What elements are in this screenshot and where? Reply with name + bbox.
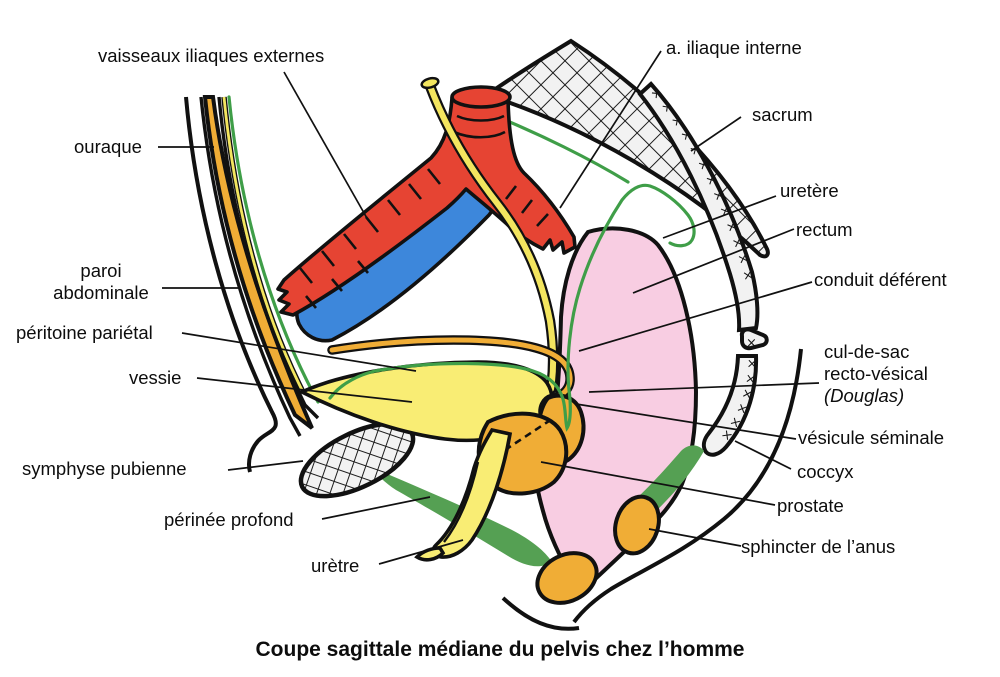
label-vessie: vessie — [129, 367, 182, 388]
iliac-arteries — [276, 96, 577, 317]
peritoneum-line-douglas — [328, 183, 696, 432]
peritoneum-line-wall — [227, 95, 320, 404]
leader-a-iliaque-interne — [559, 50, 662, 209]
label-coccyx: coccyx — [797, 461, 854, 482]
leader-uretre — [378, 539, 464, 565]
label-symphyse-pubienne: symphyse pubienne — [22, 458, 187, 479]
skin-line — [184, 96, 278, 473]
leader-perinee-profond — [321, 496, 431, 520]
leader-cul-de-sac — [588, 382, 820, 393]
abdominal-wall — [184, 95, 320, 473]
leader-uretere — [662, 195, 777, 239]
urethra-lumen-line — [443, 461, 480, 543]
perineal-outline-curve — [501, 596, 580, 631]
figure-title: Coupe sagittale médiane du pelvis chez l… — [255, 638, 745, 661]
label-perinee-profond: périnée profond — [164, 509, 294, 530]
anal-sphincter-lower — [535, 551, 599, 605]
anal-sphincter-upper — [613, 494, 661, 556]
label-conduit-deferent: conduit déférent — [814, 269, 947, 290]
ejaculatory-duct-dashed-line — [504, 419, 550, 452]
label-sacrum: sacrum — [752, 104, 813, 125]
label-peritoine-parietal: péritoine pariétal — [16, 322, 153, 343]
sacrococcygeal-joint-bone — [739, 327, 769, 351]
leader-sphincter-anus — [648, 528, 742, 547]
label-a-iliaque-interne: a. iliaque interne — [666, 37, 802, 58]
transversalis-line — [217, 96, 320, 420]
label-cul-de-sac-line2: recto-vésical — [824, 362, 928, 384]
artery-rib-marks — [298, 114, 549, 309]
iliac-bone — [482, 38, 770, 259]
leader-conduit-deferent — [578, 281, 813, 352]
joint-hatch-mark: × — [746, 336, 757, 351]
leader-sacrum — [690, 116, 742, 152]
label-ouraque: ouraque — [74, 136, 142, 157]
fascia-line — [199, 96, 302, 437]
label-sphincter-anus: sphincter de l’anus — [741, 536, 896, 557]
label-prostate: prostate — [777, 495, 844, 516]
leader-vessie — [196, 377, 413, 403]
sacrum-bone — [637, 81, 760, 333]
coccyx-bone — [701, 354, 759, 457]
label-uretre: urètre — [311, 555, 360, 576]
label-cul-de-sac-line3: (Douglas) — [824, 384, 905, 406]
label-vesicule-seminale: vésicule séminale — [798, 427, 945, 448]
leader-symphyse-pubienne — [227, 460, 304, 471]
leader-vaisseaux-iliaques-externes — [283, 71, 369, 221]
leader-rectum — [632, 228, 795, 294]
label-uretere: uretère — [780, 180, 839, 201]
urachus-line — [222, 96, 304, 391]
label-vaisseaux-iliaques-externes: vaisseaux iliaques externes — [98, 45, 325, 66]
leader-peritoine-parietal — [181, 332, 417, 372]
leader-lines — [158, 50, 820, 565]
leader-vesicule-seminale — [575, 403, 797, 440]
label-paroi-abdominale: paroi abdominale — [53, 260, 149, 303]
ureter-cut-cap — [420, 76, 440, 90]
common-iliac-artery-cut — [450, 85, 512, 109]
label-rectum: rectum — [796, 219, 853, 240]
abdominal-muscle-band — [202, 95, 314, 430]
label-cul-de-sac-line1: cul-de-sac — [824, 341, 910, 362]
leader-prostate — [540, 461, 776, 506]
label-cul-de-sac-recto-vesical: cul-de-sac recto-vésical (Douglas) — [824, 341, 928, 406]
leader-coccyx — [734, 440, 792, 470]
